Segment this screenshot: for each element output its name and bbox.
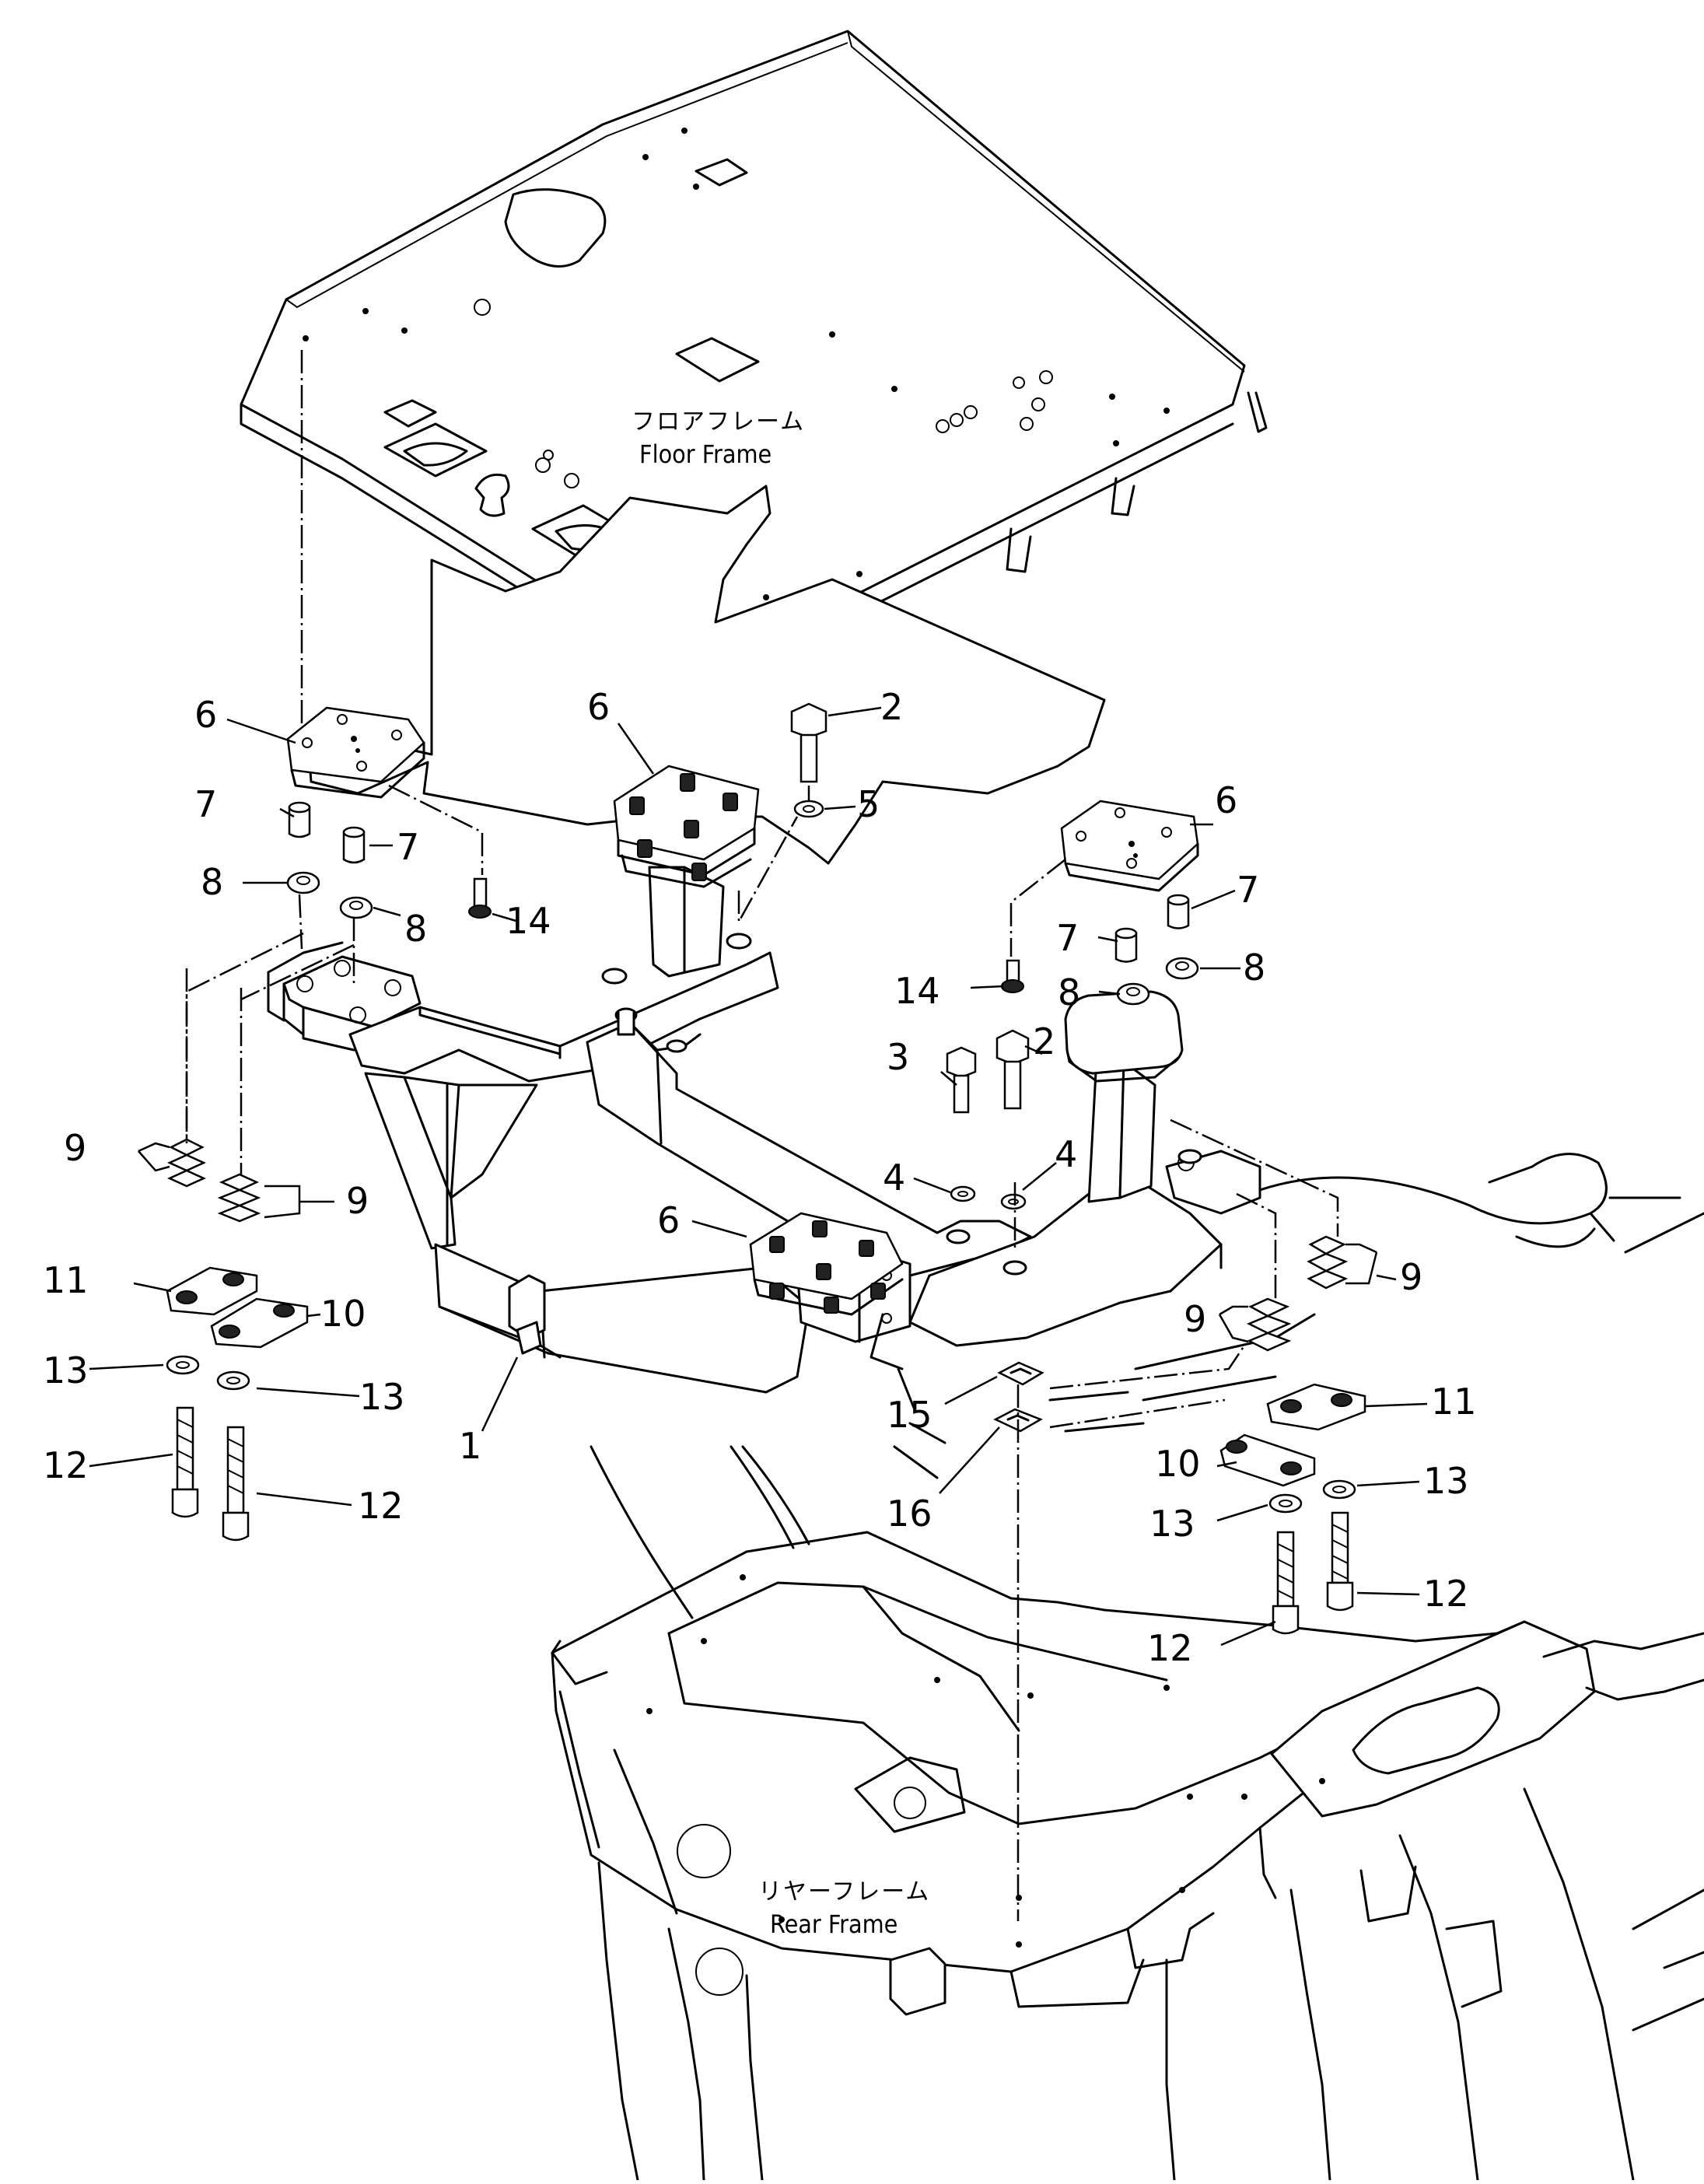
callout-number: 10 xyxy=(1155,1443,1201,1485)
rear-frame-label-en: Rear Frame xyxy=(770,1909,897,1939)
callout-number: 12 xyxy=(43,1444,89,1486)
callout-number: 8 xyxy=(1058,971,1080,1013)
callout-number: 13 xyxy=(1423,1460,1469,1502)
callout-number: 11 xyxy=(1431,1381,1477,1423)
mount-bracket xyxy=(267,485,1261,1394)
callout-number: 13 xyxy=(359,1376,405,1418)
callout-number: 14 xyxy=(506,900,551,942)
callout-number: 7 xyxy=(194,783,217,825)
callout-number: 12 xyxy=(1147,1627,1193,1669)
callout-number: 1 xyxy=(459,1425,481,1467)
callout-number: 6 xyxy=(194,694,217,736)
floor-frame xyxy=(240,30,1268,678)
callout-number: 9 xyxy=(1400,1256,1422,1298)
callout-number: 15 xyxy=(887,1394,932,1436)
callout-number: 3 xyxy=(887,1036,909,1078)
floor-frame-label-en: Floor Frame xyxy=(639,439,772,469)
callout-number: 9 xyxy=(64,1127,86,1169)
callout-number: 14 xyxy=(894,970,940,1012)
rear-frame-label-jp: リヤーフレーム xyxy=(758,1878,930,1906)
callout-number: 4 xyxy=(1055,1133,1077,1175)
callout-number: 7 xyxy=(1237,869,1259,911)
callout-number: 9 xyxy=(346,1180,369,1222)
floor-frame-label-jp: フロアフレーム xyxy=(632,408,805,436)
callout-number: 8 xyxy=(201,861,223,903)
callout-number: 10 xyxy=(320,1293,366,1335)
callout-number: 2 xyxy=(1033,1020,1055,1062)
callout-number: 13 xyxy=(43,1349,89,1391)
callout-number: 4 xyxy=(883,1157,905,1199)
parts xyxy=(166,350,1366,1921)
callout-number: 8 xyxy=(404,908,427,950)
rear-frame xyxy=(551,1153,1704,2182)
callout-number: 7 xyxy=(1056,917,1079,959)
callout-number: 12 xyxy=(1423,1573,1469,1615)
leader-lines xyxy=(89,706,1428,1647)
callout-number: 6 xyxy=(587,686,610,728)
callout-number: 12 xyxy=(358,1485,404,1527)
callout-number: 8 xyxy=(1243,947,1265,989)
callout-number: 6 xyxy=(657,1199,680,1241)
callout-number: 7 xyxy=(397,826,419,868)
callout-number: 5 xyxy=(857,783,880,825)
callout-number: 9 xyxy=(1184,1298,1206,1340)
callout-number: 16 xyxy=(887,1493,932,1535)
callout-number: 13 xyxy=(1149,1503,1195,1545)
callout-number: 11 xyxy=(43,1259,89,1301)
callout-number: 6 xyxy=(1215,779,1237,821)
callout-number: 2 xyxy=(880,686,903,728)
